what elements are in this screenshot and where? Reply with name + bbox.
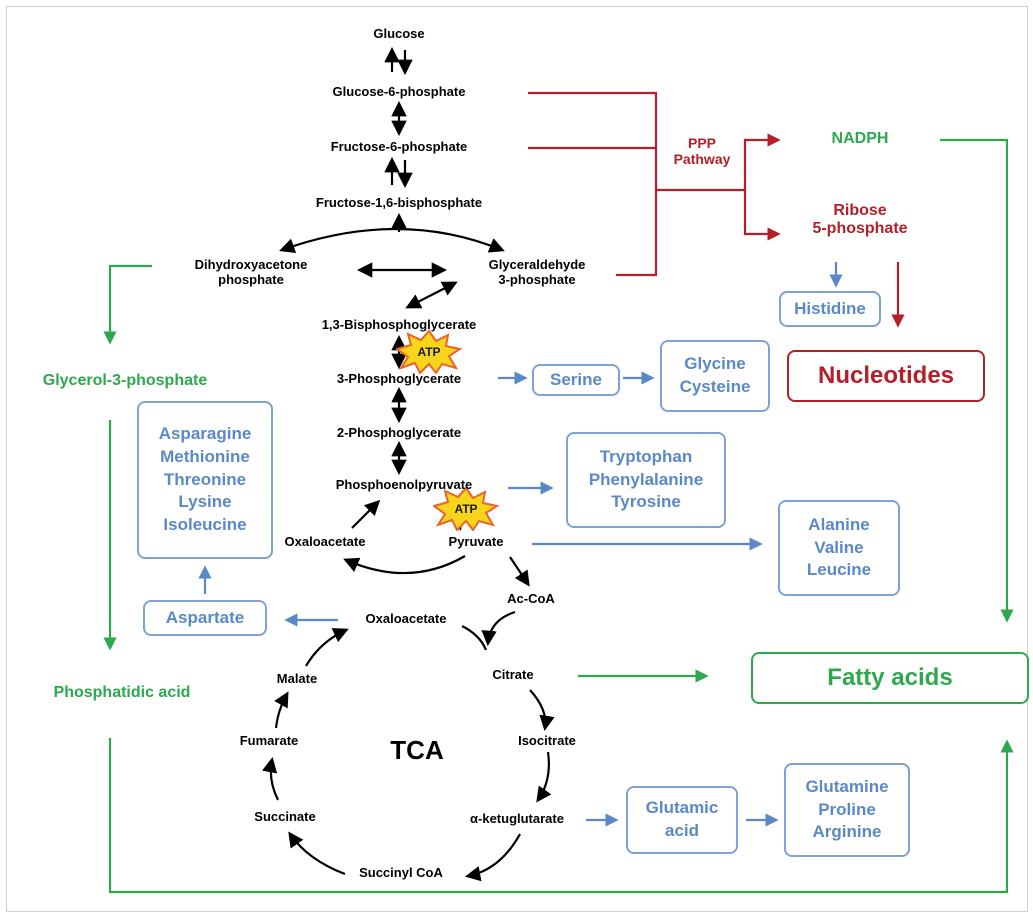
- label-glutamine-proline-arginine: Glutamine Proline Arginine: [805, 776, 889, 842]
- glutamic-acid-box: Glutamic acid: [626, 786, 738, 854]
- arrow-g3p-bpg: [405, 281, 458, 309]
- label-alanine-valine-leucine: Alanine Valine Leucine: [806, 514, 872, 580]
- atp-burst-2: ATP: [431, 486, 500, 532]
- aromatic-amino-acids-box: Tryptophan Phenylalanine Tyrosine: [566, 432, 726, 528]
- aspartate-family-box: Asparagine Methionine Threonine Lysine I…: [137, 401, 273, 559]
- label-fumarate: Fumarate: [239, 733, 299, 748]
- label-acetyl-coa: Ac-CoA: [507, 591, 555, 606]
- label-tca-center: TCA: [390, 735, 444, 765]
- label-phosphoenolpyruvate: Phosphoenolpyruvate: [335, 477, 473, 492]
- atp-burst-1: ATP: [394, 329, 463, 375]
- atp-star-icon: [394, 329, 463, 375]
- amino-arrows: [198, 262, 843, 827]
- histidine-box: Histidine: [779, 291, 881, 327]
- label-malate: Malate: [276, 671, 318, 686]
- label-3-phosphoglycerate: 3-Phosphoglycerate: [336, 371, 462, 386]
- ppp-line-g6p: [528, 91, 658, 277]
- nucleotides-box: Nucleotides: [787, 350, 985, 402]
- label-fatty-acids: Fatty acids: [827, 664, 953, 692]
- arrow-succinate-fumarate: [262, 756, 279, 801]
- label-aspartate: Aspartate: [165, 607, 245, 627]
- label-glyceraldehyde-3-phosphate: Glyceraldehyde 3-phosphate: [488, 257, 586, 287]
- label-phosphatidic-acid: Phosphatidic acid: [53, 684, 191, 701]
- label-2-phosphoglycerate: 2-Phosphoglycerate: [336, 425, 462, 440]
- label-ribose-5-phosphate: Ribose 5-phosphate: [812, 202, 908, 238]
- label-aspartate-family: Asparagine Methionine Threonine Lysine I…: [158, 423, 252, 535]
- arrow-akg-succoa: [464, 833, 521, 882]
- label-citrate: Citrate: [492, 667, 534, 682]
- arrow-oaa-merge: [461, 625, 488, 651]
- arrow-aldolase-arc: [279, 227, 505, 254]
- label-glycerol-3-phosphate: Glycerol-3-phosphate: [42, 372, 208, 389]
- label-glucose-6-phosphate: Glucose-6-phosphate: [332, 84, 466, 99]
- label-ppp-pathway: PPP Pathway: [673, 135, 731, 168]
- label-fructose-6-phosphate: Fructose-6-phosphate: [330, 139, 468, 154]
- arrow-oaa-pep: [351, 499, 381, 529]
- ppp-arrow-nadph: [743, 133, 781, 190]
- atp-star-icon: [431, 486, 500, 532]
- label-glucose: Glucose: [373, 26, 425, 41]
- label-tca-oxaloacetate: Oxaloacetate: [365, 611, 447, 626]
- tca-arrows: [262, 628, 555, 882]
- label-pyruvate: Pyruvate: [448, 534, 504, 549]
- lipid-arrows: [103, 138, 1014, 894]
- arrow-pyruvate-oaa: [343, 555, 466, 575]
- label-nadph: NADPH: [831, 130, 889, 147]
- glycine-cysteine-box: Glycine Cysteine: [660, 340, 770, 412]
- label-alpha-ketoglutarate: α-ketuglutarate: [470, 811, 564, 826]
- label-histidine: Histidine: [794, 298, 866, 318]
- serine-box: Serine: [532, 364, 620, 396]
- ppp-arrow-ribose: [743, 190, 781, 241]
- fatty-acids-box: Fatty acids: [751, 652, 1029, 704]
- label-isocitrate: Isocitrate: [518, 733, 576, 748]
- arrow-citrate-isocitrate: [529, 689, 555, 732]
- atp-label: ATP: [417, 345, 441, 359]
- arrow-fumarate-malate: [274, 691, 289, 729]
- ppp-arrows: [528, 91, 905, 328]
- label-fructose-1-6-bisphosphate: Fructose-1,6-bisphosphate: [315, 195, 483, 210]
- label-succinyl-coa: Succinyl CoA: [359, 865, 443, 880]
- arrow-nadph-fatty: [940, 138, 1014, 623]
- arrow-malate-oaa: [305, 628, 349, 667]
- glutamine-proline-arginine-box: Glutamine Proline Arginine: [784, 763, 910, 857]
- label-glutamic-acid: Glutamic acid: [645, 798, 719, 840]
- label-glycine-cysteine: Glycine Cysteine: [679, 354, 751, 396]
- label-oxaloacetate-glycolysis: Oxaloacetate: [284, 534, 366, 549]
- aspartate-box: Aspartate: [143, 600, 267, 636]
- arrow-pyruvate-acoa: [509, 556, 530, 587]
- label-1-3-bisphosphoglycerate: 1,3-Bisphosphoglycerate: [321, 317, 477, 332]
- arrow-succoa-succinate: [288, 831, 346, 876]
- label-nucleotides: Nucleotides: [817, 362, 955, 390]
- label-serine: Serine: [550, 369, 602, 389]
- arrow-phosphatidic-fatty: [108, 738, 1014, 894]
- arrow-isocitrate-akg: [536, 751, 552, 803]
- arrow-dhap-glycerol3p: [103, 264, 152, 345]
- label-dihydroxyacetone-phosphate: Dihydroxyacetone phosphate: [194, 257, 308, 287]
- arrow-acoa-citrate: [481, 610, 516, 647]
- label-aromatic-amino-acids: Tryptophan Phenylalanine Tyrosine: [588, 446, 704, 512]
- label-succinate: Succinate: [254, 809, 316, 824]
- atp-label: ATP: [454, 502, 478, 516]
- alanine-valine-leucine-box: Alanine Valine Leucine: [778, 500, 900, 596]
- diagram-frame: [6, 6, 1028, 912]
